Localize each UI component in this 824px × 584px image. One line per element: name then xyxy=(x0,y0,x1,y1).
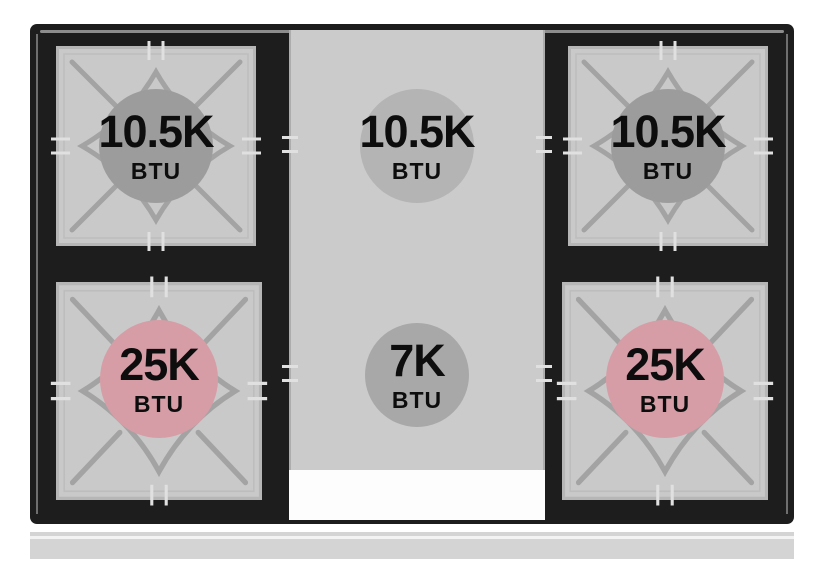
griddle-edge-tick xyxy=(282,379,298,382)
btu-value: 7K xyxy=(389,335,446,386)
burner-center-bottom: 7K BTU xyxy=(291,310,543,440)
burner-circle xyxy=(611,89,725,203)
cooktop-left-rail xyxy=(36,34,38,514)
griddle-edge-tick xyxy=(536,379,552,382)
btu-value: 25K xyxy=(625,339,706,390)
center-griddle: 10.5K BTU 7K BTU xyxy=(282,30,552,470)
burner-circle xyxy=(360,89,474,203)
burner-label: 10.5K BTU xyxy=(610,106,726,184)
burner-inner: 25K BTU xyxy=(56,270,262,488)
griddle-front-panel xyxy=(289,470,545,520)
cooktop-surface: 10.5K BTU 7K BTU 10.5K BTU xyxy=(30,24,794,524)
griddle-edge-tick xyxy=(282,150,298,153)
griddle-edge-tick xyxy=(282,365,298,368)
btu-unit: BTU xyxy=(133,391,185,417)
burner-bottom-left: 25K BTU xyxy=(56,282,262,500)
cooktop-right-rail xyxy=(786,34,788,514)
griddle-edge-tick xyxy=(536,136,552,139)
btu-unit: BTU xyxy=(639,391,691,417)
griddle-edge-tick xyxy=(536,365,552,368)
burner-circle xyxy=(99,89,213,203)
btu-unit: BTU xyxy=(391,158,443,184)
range-front-edge xyxy=(30,532,794,559)
burner-inner: 10.5K BTU xyxy=(568,46,768,246)
btu-value: 25K xyxy=(119,339,200,390)
burner-center-top: 10.5K BTU xyxy=(291,81,543,211)
burner-top-left: 10.5K BTU xyxy=(56,46,256,246)
burner-inner: 25K BTU xyxy=(562,270,768,488)
burner-label: 10.5K BTU xyxy=(98,106,214,184)
griddle-edge-tick xyxy=(282,136,298,139)
burner-label: 25K BTU xyxy=(119,339,200,417)
burner-top-right: 10.5K BTU xyxy=(568,46,768,246)
burner-circle xyxy=(606,320,724,438)
burner-circle xyxy=(100,320,218,438)
front-edge-highlight xyxy=(30,536,794,539)
btu-value: 10.5K xyxy=(98,106,214,157)
burner-circle xyxy=(365,323,469,427)
griddle-edge-tick xyxy=(536,150,552,153)
btu-value: 10.5K xyxy=(610,106,726,157)
btu-unit: BTU xyxy=(391,387,443,413)
btu-unit: BTU xyxy=(130,158,182,184)
btu-unit: BTU xyxy=(642,158,694,184)
burner-inner: 10.5K BTU xyxy=(56,46,256,246)
burner-label: 10.5K BTU xyxy=(359,106,475,184)
burner-label: 7K BTU xyxy=(389,335,446,413)
btu-value: 10.5K xyxy=(359,106,475,157)
burner-label: 25K BTU xyxy=(625,339,706,417)
burner-bottom-right: 25K BTU xyxy=(562,282,768,500)
